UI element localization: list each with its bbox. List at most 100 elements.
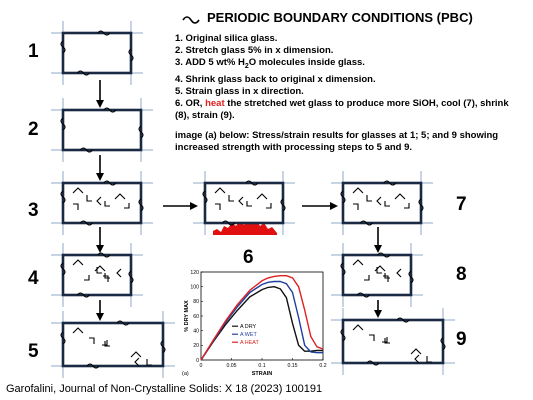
water-molecule-icon xyxy=(384,201,390,207)
pbc-wave-marker xyxy=(138,125,144,139)
panel-number-5: 5 xyxy=(28,341,39,362)
water-molecule-icon xyxy=(134,357,140,367)
panel-1 xyxy=(51,21,143,85)
pbc-wave-marker xyxy=(280,198,286,212)
water-molecule-icon xyxy=(352,259,364,266)
water-molecule-icon xyxy=(414,354,420,364)
x-tick-label: 0.1 xyxy=(258,363,265,369)
water-molecule-icon xyxy=(382,337,388,343)
water-molecule-icon xyxy=(94,265,106,272)
pbc-wave-marker xyxy=(418,198,424,212)
pbc-wave-marker xyxy=(340,328,346,342)
legend-entry: A DRY xyxy=(240,324,256,330)
pbc-wave-marker xyxy=(128,48,134,62)
step-3-sub: 2 xyxy=(244,63,249,71)
water-molecule-icon xyxy=(73,203,79,210)
pbc-wave-marker xyxy=(60,190,66,204)
step-6-heat: heat xyxy=(205,97,225,109)
pbc-wave-icon xyxy=(182,16,200,24)
panel-number-1: 1 xyxy=(28,41,39,62)
pbc-wave-marker xyxy=(396,317,410,323)
water-molecule-icon xyxy=(116,268,122,278)
pbc-wave-marker xyxy=(440,337,446,351)
pbc-wave-marker xyxy=(138,198,144,212)
water-molecule-icon xyxy=(102,340,108,346)
water-molecule-icon xyxy=(124,203,130,209)
water-molecule-icon xyxy=(394,193,406,200)
panel-number-8: 8 xyxy=(456,264,467,285)
water-molecule-icon xyxy=(426,356,432,363)
panel-7 xyxy=(331,171,433,235)
water-molecule-icon xyxy=(246,201,252,207)
water-molecule-icon xyxy=(404,203,410,209)
step-4: 4. Shrink glass back to original x dimen… xyxy=(175,73,376,85)
glass-box xyxy=(341,253,413,297)
series-line-a-wet xyxy=(200,280,323,361)
x-tick-label: 0.15 xyxy=(287,363,297,369)
water-molecule-icon xyxy=(374,265,386,272)
water-molecule-icon xyxy=(214,187,226,194)
water-molecule-icon xyxy=(103,275,109,282)
x-axis-label: STRAIN xyxy=(252,371,273,377)
panel-2 xyxy=(51,98,153,162)
pbc-wave-marker xyxy=(128,270,134,284)
chart-panel-label: (a) xyxy=(182,371,189,377)
pbc-wave-marker xyxy=(383,180,397,186)
water-molecule-icon xyxy=(369,334,375,341)
y-tick-label: 80 xyxy=(193,299,199,305)
pbc-wave-marker xyxy=(202,190,208,204)
pbc-wave-marker xyxy=(340,190,346,204)
panel-number-4: 4 xyxy=(28,268,39,289)
series-line-a-heat xyxy=(200,275,324,361)
water-molecule-icon xyxy=(384,338,390,344)
pbc-wave-marker xyxy=(60,40,66,54)
pbc-wave-marker xyxy=(356,292,370,298)
pbc-wave-marker xyxy=(359,220,373,226)
water-molecule-icon xyxy=(84,275,90,281)
pbc-wave-marker xyxy=(97,30,111,36)
water-molecule-icon xyxy=(383,275,389,282)
citation: Garofalini, Journal of Non-Crystalline S… xyxy=(6,383,323,395)
legend-entry: A WET xyxy=(240,332,257,338)
pbc-wave-marker xyxy=(60,262,66,276)
glass-box xyxy=(61,108,143,152)
step-2: 2. Stretch glass 5% in x dimension. xyxy=(175,45,334,57)
y-tick-label: 40 xyxy=(193,328,199,334)
water-molecule-icon xyxy=(238,196,244,206)
water-molecule-icon xyxy=(352,324,364,331)
water-molecule-icon xyxy=(266,203,272,209)
water-molecule-icon xyxy=(215,203,221,210)
step-list: 1. Original silica glass. 2. Stretch gla… xyxy=(175,33,525,122)
step-1: 1. Original silica glass. xyxy=(175,33,278,44)
image-note: image (a) below: Stress/strain results f… xyxy=(175,130,499,154)
water-molecule-icon xyxy=(72,259,84,266)
panel-number-2: 2 xyxy=(28,119,39,140)
panel-5 xyxy=(51,311,175,378)
step-6-pre: 6. OR, xyxy=(175,97,206,109)
x-tick-label: 0 xyxy=(200,363,203,369)
water-molecule-icon xyxy=(72,327,84,334)
y-tick-label: 0 xyxy=(196,358,199,364)
chart-plot-area xyxy=(200,271,324,361)
pbc-wave-marker xyxy=(79,147,93,153)
panel-number-7: 7 xyxy=(456,194,467,215)
pbc-wave-marker xyxy=(366,360,380,366)
pbc-wave-marker xyxy=(103,180,117,186)
water-molecule-icon xyxy=(352,187,364,194)
water-molecule-icon xyxy=(72,187,84,194)
pbc-wave-marker xyxy=(408,270,414,284)
pbc-wave-marker xyxy=(76,292,90,298)
water-molecule-icon xyxy=(396,268,402,278)
pbc-wave-marker xyxy=(221,220,235,226)
water-molecule-icon xyxy=(96,196,102,206)
pbc-wave-marker xyxy=(116,320,130,326)
diagram-title: PERIODIC BOUNDARY CONDITIONS (PBC) xyxy=(207,10,473,25)
pbc-wave-marker xyxy=(60,117,66,131)
water-molecule-icon xyxy=(104,201,110,207)
water-molecule-icon xyxy=(228,195,234,202)
water-molecule-icon xyxy=(114,193,126,200)
water-molecule-icon xyxy=(256,193,268,200)
panel-3 xyxy=(51,171,153,235)
glass-box xyxy=(341,318,445,365)
